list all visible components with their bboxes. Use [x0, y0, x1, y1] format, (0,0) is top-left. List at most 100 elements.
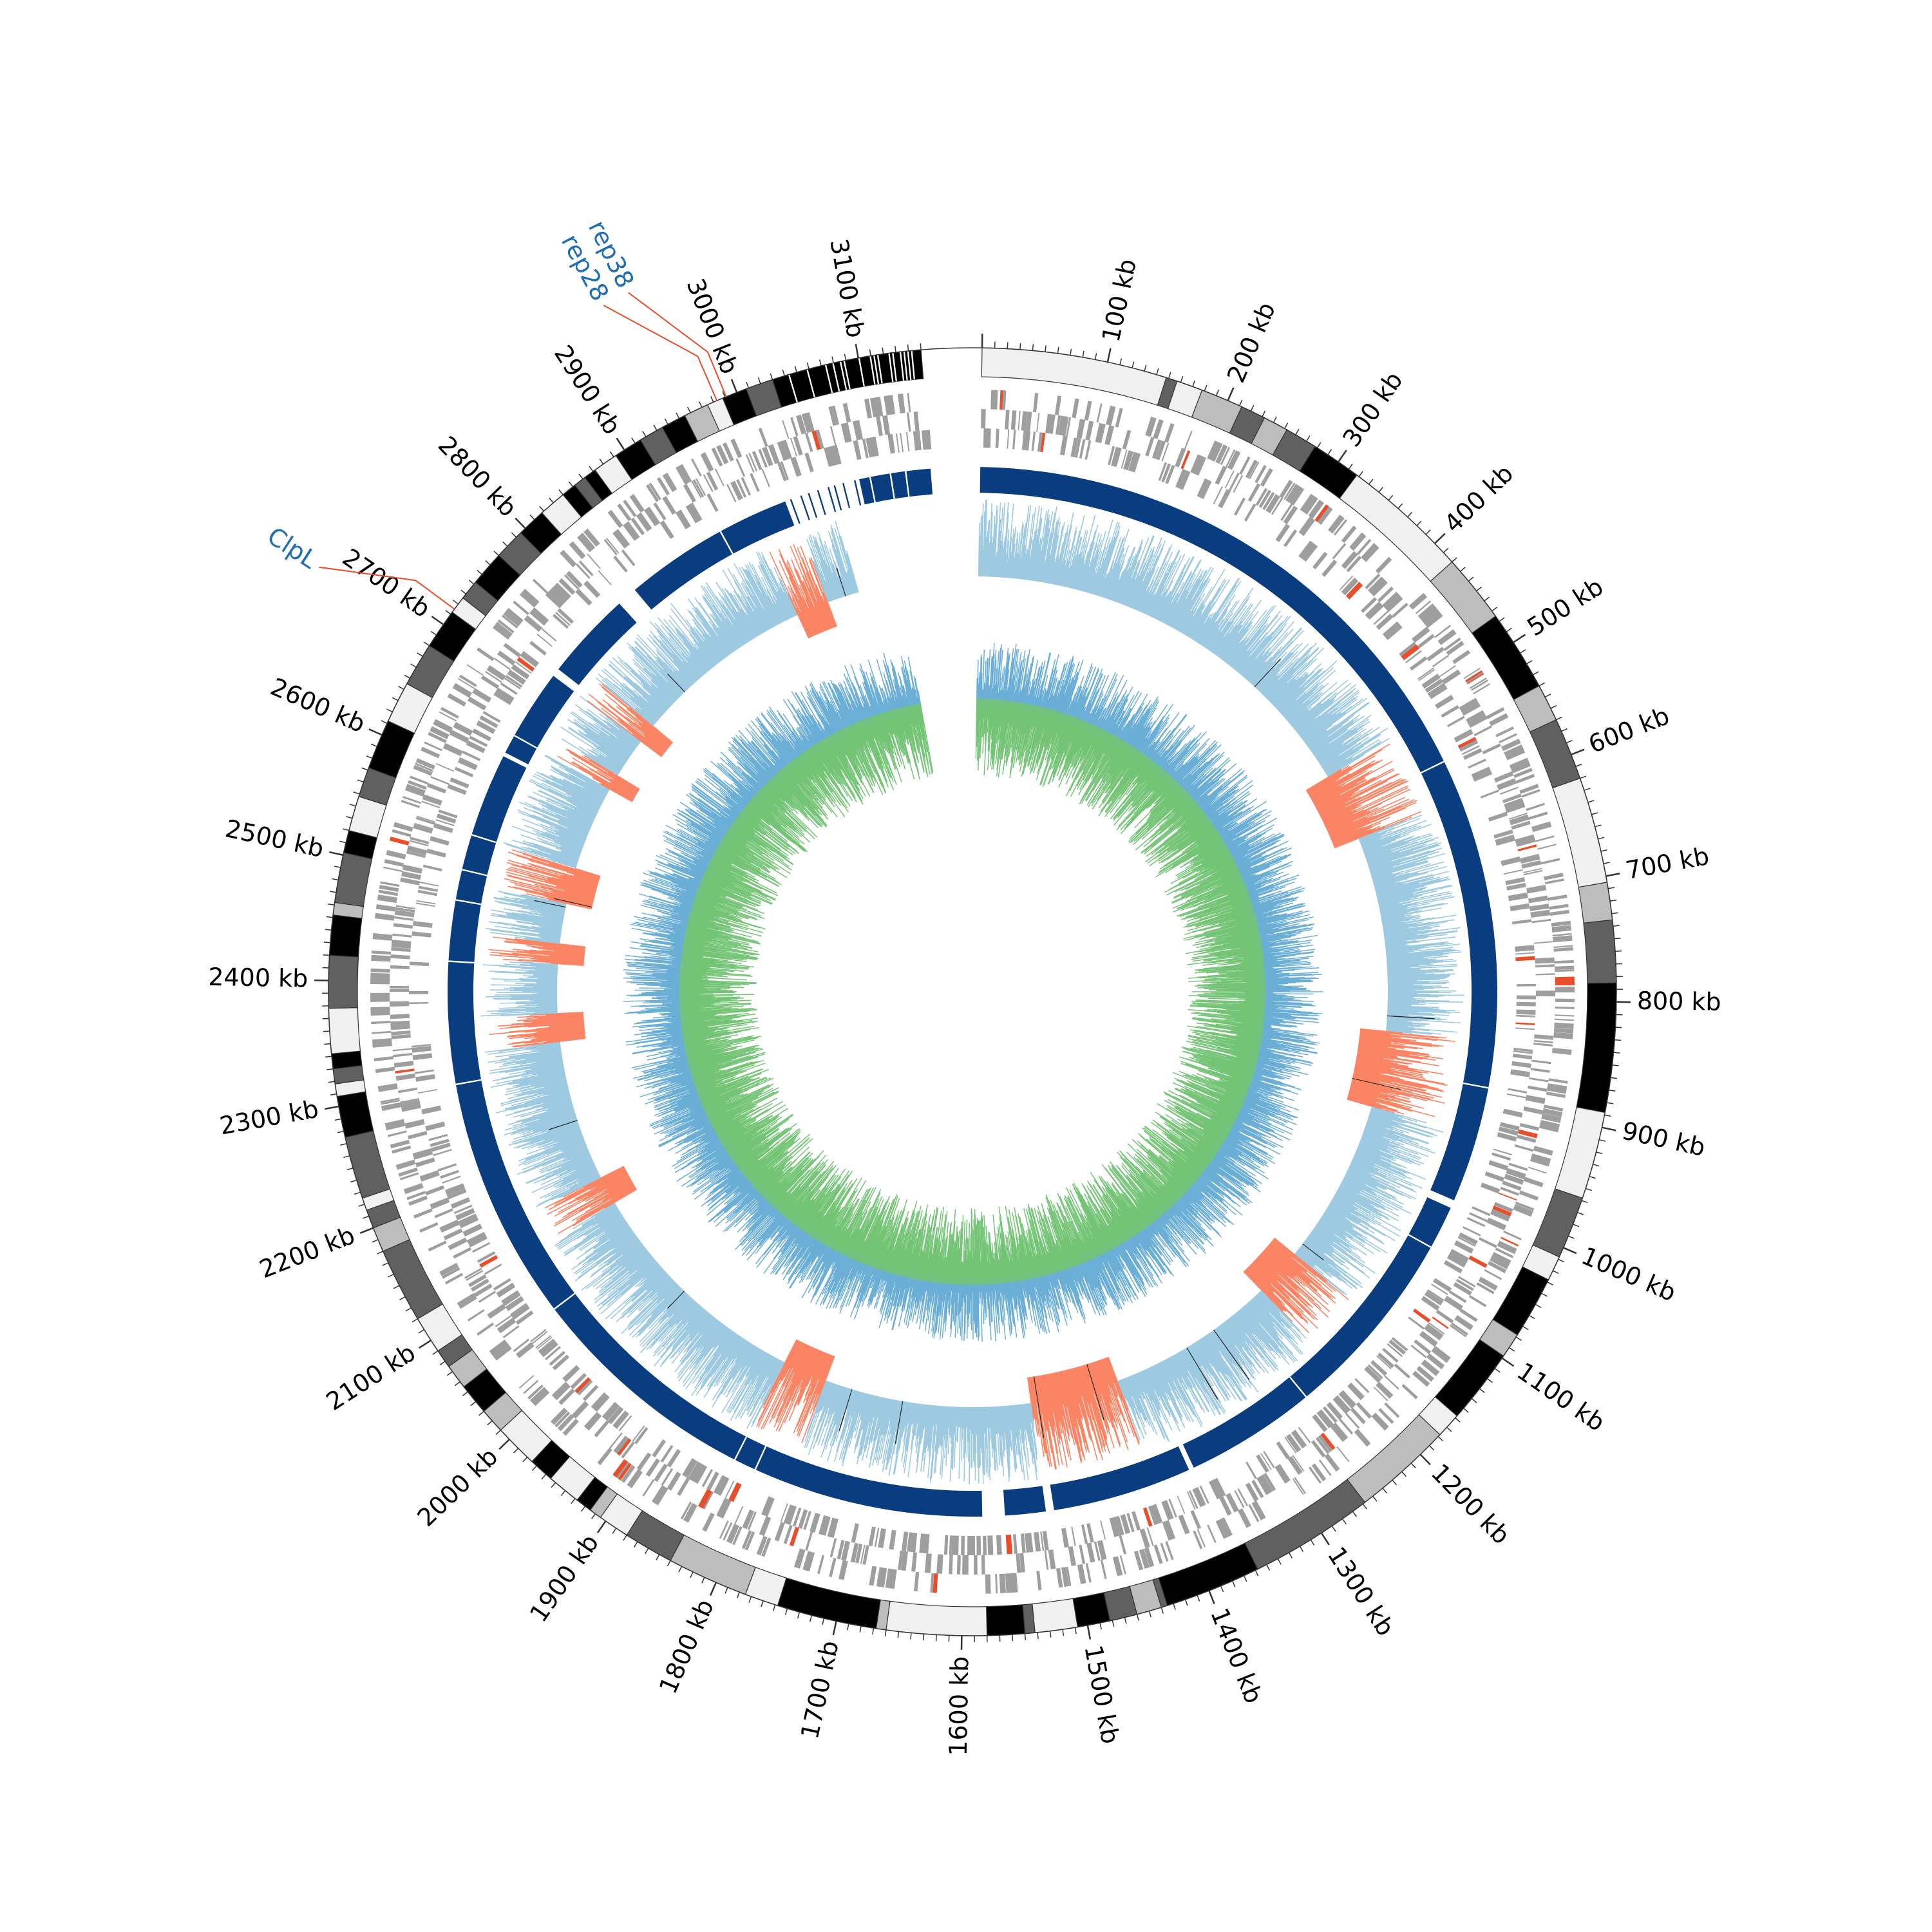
gc-skew-bar	[1185, 569, 1226, 636]
gc-skew-bar	[1307, 766, 1350, 793]
gc-skew-bar	[1321, 755, 1340, 768]
gene-feature	[1086, 1523, 1094, 1543]
gene-feature	[1480, 790, 1499, 799]
gene-feature	[790, 417, 799, 437]
gene-feature	[1025, 412, 1032, 431]
karyotype-block	[336, 1091, 374, 1138]
scale-label: 1900 kb	[524, 1529, 604, 1627]
minor-tick	[1484, 596, 1490, 601]
gc-skew-bar	[1039, 528, 1050, 582]
gc-skew-bar	[1027, 539, 1034, 580]
gene-feature	[918, 430, 922, 450]
gene-feature	[395, 1068, 415, 1074]
gc-skew-bar	[1242, 623, 1287, 676]
coverage-break	[553, 1293, 576, 1310]
scale-label: 900 kb	[1620, 1116, 1708, 1162]
gene-feature	[1521, 860, 1542, 869]
gene-feature	[756, 1535, 768, 1556]
minor-tick	[1388, 495, 1394, 501]
gene-feature	[1121, 450, 1128, 469]
gene-feature	[1517, 1129, 1538, 1139]
gene-feature	[781, 439, 792, 460]
gene-feature	[1193, 455, 1206, 475]
gene-feature	[1188, 1490, 1198, 1509]
gene-feature	[994, 390, 998, 410]
gc-skew-bar	[1197, 578, 1240, 643]
gc-skew-bar	[1132, 537, 1162, 609]
gene-feature	[1048, 414, 1056, 434]
gc-skew-bar	[1322, 748, 1354, 769]
gc-skew-bar	[1029, 528, 1038, 581]
gene-feature	[549, 1350, 566, 1366]
gene-feature	[436, 813, 457, 824]
gene-feature	[1309, 1466, 1322, 1484]
gene-feature	[817, 1555, 825, 1575]
gc-skew-bar	[1157, 557, 1191, 621]
minor-tick	[339, 840, 346, 844]
gene-feature	[1376, 1384, 1391, 1399]
gc-skew-bar	[1281, 667, 1334, 715]
gc-skew-track	[480, 499, 1464, 1484]
major-tick	[1434, 533, 1446, 544]
minor-tick	[920, 343, 922, 350]
gc-skew-bar	[1245, 651, 1270, 679]
gene-feature	[1513, 1207, 1532, 1217]
gene-feature	[527, 1384, 544, 1400]
gc-skew-bar	[1314, 728, 1358, 757]
coverage-break	[462, 869, 488, 876]
gc-skew-bar	[1325, 739, 1380, 773]
gc-skew-bar	[978, 523, 980, 577]
gene-feature	[1534, 1037, 1554, 1040]
gene-feature	[1516, 1014, 1536, 1018]
gc-skew-bar	[1046, 516, 1060, 583]
gc-skew-bar	[985, 536, 987, 577]
scale-label: 700 kb	[1624, 842, 1712, 885]
gene-feature	[1224, 470, 1235, 489]
gene-feature	[380, 881, 400, 887]
gene-feature	[433, 823, 453, 833]
gene-feature	[1513, 768, 1533, 779]
minor-tick	[784, 1608, 788, 1615]
gene-feature	[1265, 494, 1280, 513]
gene-feature	[1187, 1491, 1196, 1510]
minor-tick	[328, 904, 335, 905]
karyotype-band	[858, 357, 865, 387]
gene-feature	[677, 1477, 690, 1496]
minor-tick	[323, 954, 330, 956]
gc-skew-bar	[1078, 542, 1092, 591]
gene-feature	[983, 1535, 987, 1555]
gene-feature	[1115, 408, 1123, 428]
minor-tick	[405, 1307, 412, 1312]
gene-feature	[551, 585, 568, 603]
minor-tick	[1541, 1293, 1548, 1297]
gene-feature	[1061, 1567, 1067, 1587]
gc-skew-bar	[1294, 682, 1352, 730]
gene-feature	[714, 468, 724, 487]
gene-feature	[466, 740, 486, 753]
scale-ticks	[314, 334, 1631, 1650]
gene-feature	[497, 619, 515, 634]
karyotype-band	[839, 361, 848, 390]
gene-feature	[555, 612, 571, 627]
coverage-segment	[1050, 1446, 1189, 1511]
gc-skew-bar	[1192, 615, 1209, 640]
gene-feature	[1433, 1278, 1452, 1293]
gene-feature	[449, 730, 469, 743]
gc-skew-bar	[1086, 540, 1103, 593]
gene-feature	[1510, 761, 1531, 773]
gc-skew-bar	[1255, 659, 1282, 688]
gene-feature	[607, 509, 623, 528]
gc-skew-bar	[986, 521, 989, 577]
gene-feature	[558, 1388, 575, 1405]
gene-feature	[1468, 1294, 1487, 1307]
gene-feature	[413, 1149, 433, 1160]
gene-feature	[515, 1310, 534, 1325]
gene-feature	[1085, 421, 1094, 441]
gene-feature	[412, 931, 431, 935]
gene-feature	[1553, 935, 1573, 943]
gene-feature	[1339, 1418, 1354, 1435]
gene-feature	[1332, 543, 1347, 560]
gc-skew-bar	[1308, 755, 1376, 795]
gene-feature	[1429, 685, 1448, 699]
gene-feature	[1120, 1515, 1128, 1535]
